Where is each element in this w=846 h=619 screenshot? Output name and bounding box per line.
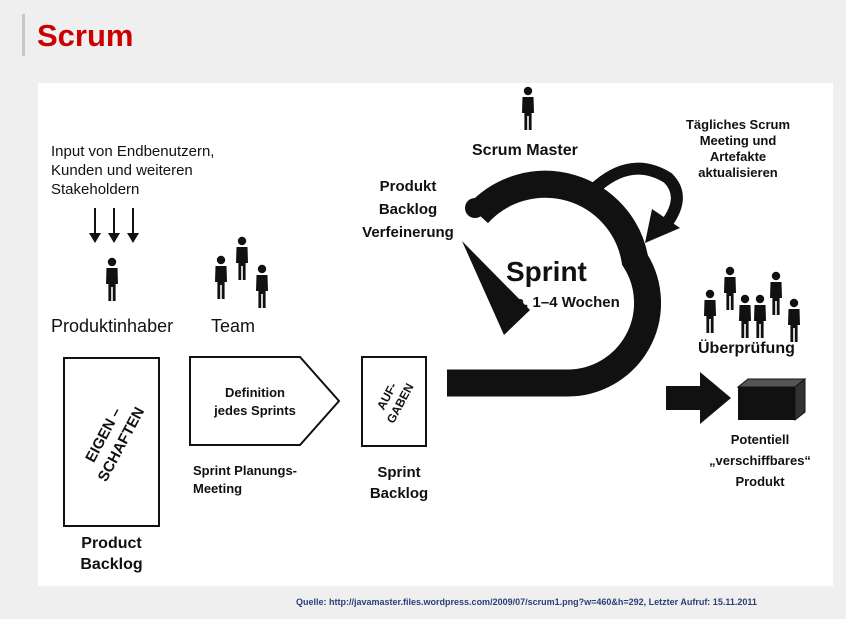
sprint-definition-shape <box>189 356 341 446</box>
reviewer-person-icon <box>724 266 736 310</box>
sprint-loop-arrowhead <box>462 241 530 335</box>
review-label: Überprüfung <box>698 340 795 357</box>
reviewer-person-icon <box>788 298 800 342</box>
team-person-icon <box>256 264 268 308</box>
sprint-label: Sprint <box>506 256 587 287</box>
header-accent-bar <box>22 14 25 56</box>
reviewer-person-icon <box>739 294 751 338</box>
input-text: Input von Endbenutzern,Kunden und weiter… <box>51 143 215 198</box>
reviewer-person-icon <box>704 289 716 333</box>
input-arrows <box>89 208 139 243</box>
team-person-icon <box>215 255 227 299</box>
planning-label: Sprint Planungs-Meeting <box>193 463 297 496</box>
sprint-backlog-box <box>361 356 427 447</box>
sprint-loop-arrow <box>447 170 662 397</box>
team-person-icon <box>236 236 248 280</box>
reviewer-person-icon <box>770 271 782 315</box>
scrum-master-label: Scrum Master <box>472 142 578 159</box>
sprint-duration: Ca. 1–4 Wochen <box>505 294 620 311</box>
product-cube-icon <box>736 377 807 422</box>
reviewer-person-icon <box>754 294 766 338</box>
diagram-panel <box>38 83 833 586</box>
shippable-product-label: Potentiell„verschiffbares“Produkt <box>709 432 811 489</box>
delivery-arrow <box>666 372 731 424</box>
product-owner-person-icon <box>106 257 118 301</box>
slide-header: Scrum <box>0 0 846 66</box>
product-backlog-box <box>63 357 160 527</box>
source-citation: Quelle: http://javamaster.files.wordpres… <box>296 597 757 607</box>
slide-title: Scrum <box>37 18 134 53</box>
daily-scrum-arrow <box>583 162 683 243</box>
team-label: Team <box>211 316 256 336</box>
scrum-master-person-icon <box>522 86 534 130</box>
product-owner-label: Produktinhaber <box>51 316 174 336</box>
